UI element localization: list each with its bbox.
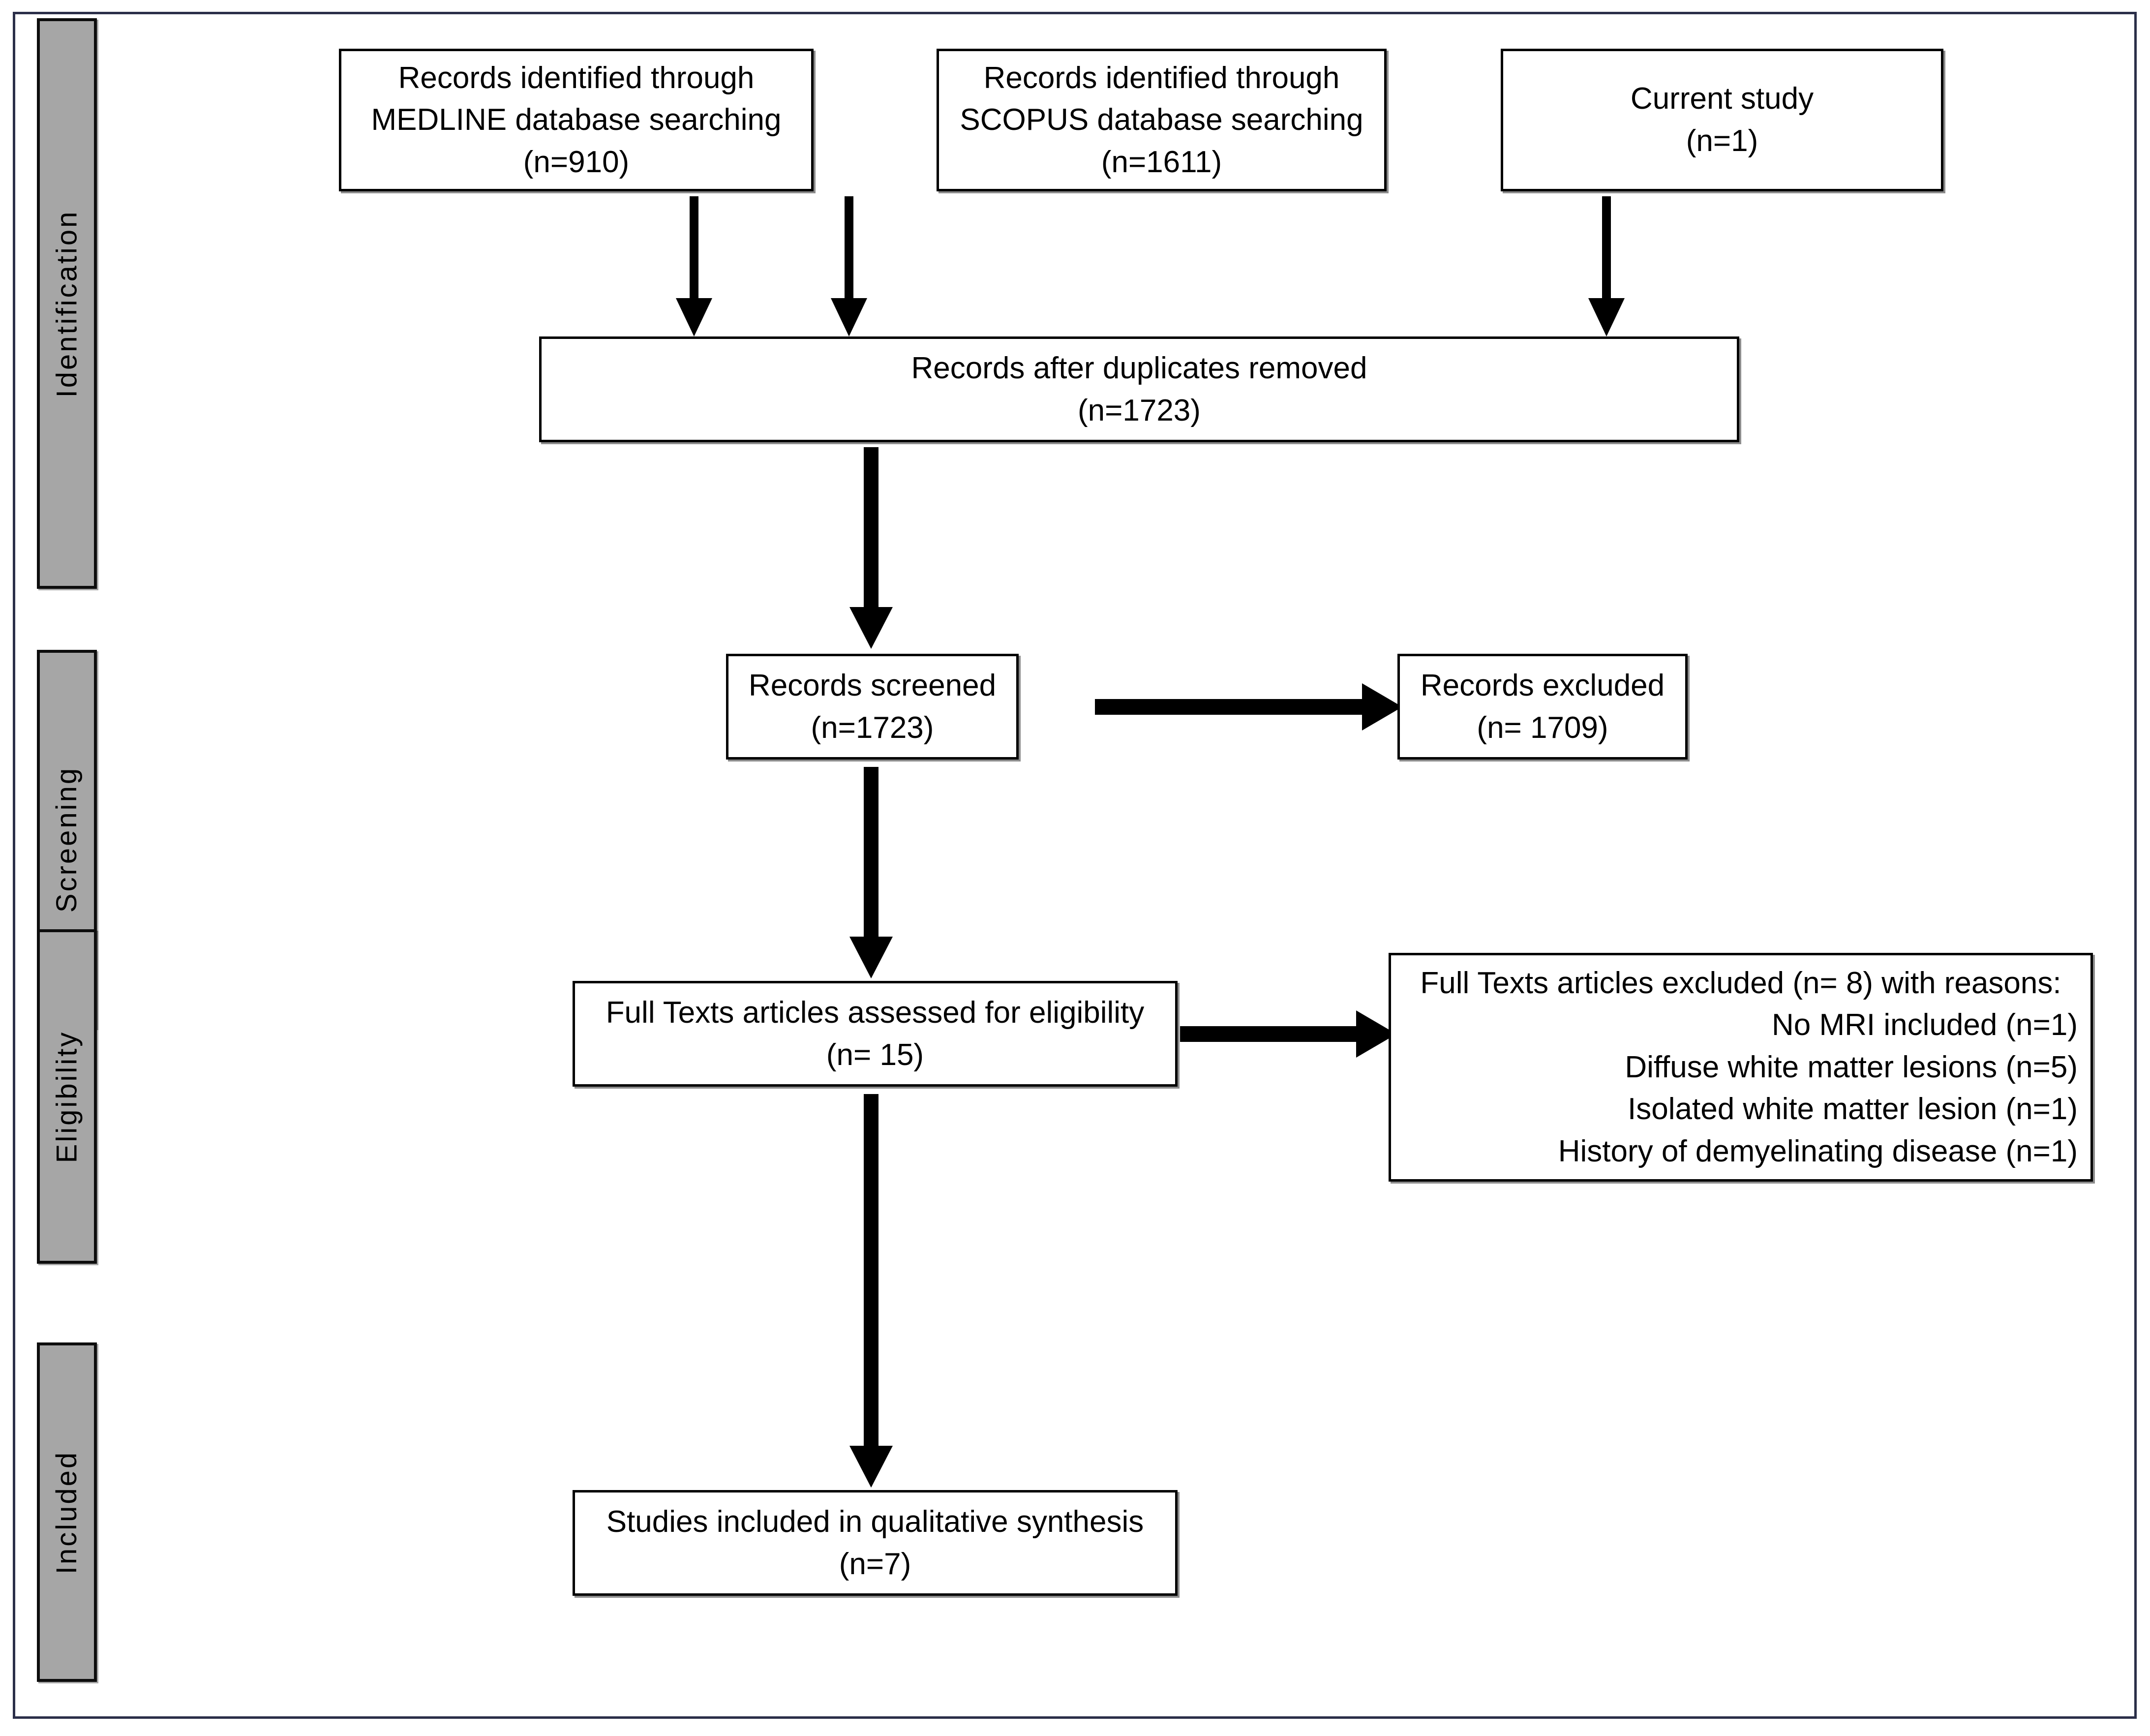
box-duplicates-line-2: (n=1723) [1078,393,1201,427]
box-scopus-line-1: Records identified through [983,61,1340,95]
arrow-shaft [864,767,878,939]
box-medline-records: Records identified through MEDLINE datab… [339,49,814,191]
box-studies-included-line-1: Studies included in qualitative synthesi… [606,1504,1144,1539]
box-fulltext-excluded-line-1: Full Texts articles excluded (n= 8) with… [1420,966,2061,1000]
box-fulltext-excluded-line-2: No MRI included (n=1) [1772,1008,2078,1042]
arrow-head [1362,683,1402,731]
arrow-head [849,1446,893,1488]
arrow-screened-to-fulltext [847,767,896,978]
box-medline-line-3: (n=910) [523,145,630,179]
box-records-excluded: Records excluded (n= 1709) [1397,654,1688,760]
arrow-head [849,607,893,649]
stage-bar-included: Included [37,1342,97,1682]
arrow-shaft [864,447,878,609]
box-records-screened-line-2: (n=1723) [811,710,934,745]
box-medline-line-1: Records identified through [398,61,755,95]
arrow-shaft [1095,699,1363,715]
box-scopus-records: Records identified through SCOPUS databa… [937,49,1387,191]
stage-label-identification: Identification [51,210,83,397]
box-records-excluded-line-2: (n= 1709) [1477,710,1608,745]
stage-bar-eligibility: Eligibility [37,929,97,1264]
arrow-screened-to-excluded [1095,683,1402,731]
arrow-shaft [1602,196,1611,302]
box-after-duplicates-removed: Records after duplicates removed (n=1723… [539,336,1739,442]
arrow-head [1588,298,1625,336]
box-records-screened: Records screened (n=1723) [726,654,1019,760]
box-current-study-line-2: (n=1) [1686,124,1758,158]
box-records-screened-line-1: Records screened [748,668,997,702]
arrow-current-study-to-duplicates [1587,196,1626,336]
arrow-head [676,298,712,336]
arrow-duplicates-to-screened [847,447,896,649]
box-fulltext-excluded-reasons: Full Texts articles excluded (n= 8) with… [1389,953,2093,1182]
box-fulltext-assessed: Full Texts articles assessed for eligibi… [573,981,1178,1087]
arrow-fulltext-to-excluded [1180,1010,1396,1058]
box-scopus-line-3: (n=1611) [1101,145,1222,179]
box-fulltext-assessed-line-2: (n= 15) [826,1037,924,1072]
box-scopus-line-2: SCOPUS database searching [960,103,1363,137]
arrow-shaft [690,196,698,302]
stage-label-eligibility: Eligibility [51,1030,83,1163]
arrow-shaft [864,1094,878,1448]
box-current-study-line-1: Current study [1630,82,1814,116]
stage-label-included: Included [51,1450,83,1574]
arrow-head [831,298,867,336]
box-fulltext-excluded-line-3: Diffuse white matter lesions (n=5) [1625,1050,2078,1084]
box-current-study: Current study (n=1) [1501,49,1943,191]
box-duplicates-line-1: Records after duplicates removed [911,351,1367,385]
box-fulltext-excluded-line-4: Isolated white matter lesion (n=1) [1628,1092,2078,1127]
diagram-frame: Identification Screening Eligibility Inc… [13,12,2137,1719]
box-records-excluded-line-1: Records excluded [1420,668,1665,702]
box-studies-included: Studies included in qualitative synthesi… [573,1490,1178,1596]
box-studies-included-line-2: (n=7) [839,1547,911,1581]
arrow-shaft [845,196,853,302]
stage-label-screening: Screening [51,766,83,913]
arrow-scopus-to-duplicates [829,196,869,336]
arrow-shaft [1180,1026,1357,1042]
arrow-medline-to-duplicates [674,196,714,336]
stage-bar-identification: Identification [37,18,97,589]
arrow-head [849,937,893,978]
box-fulltext-excluded-line-5: History of demyelinating disease (n=1) [1558,1134,2078,1168]
box-fulltext-assessed-line-1: Full Texts articles assessed for eligibi… [606,995,1145,1030]
arrow-fulltext-to-included [847,1094,896,1488]
box-medline-line-2: MEDLINE database searching [371,103,782,137]
